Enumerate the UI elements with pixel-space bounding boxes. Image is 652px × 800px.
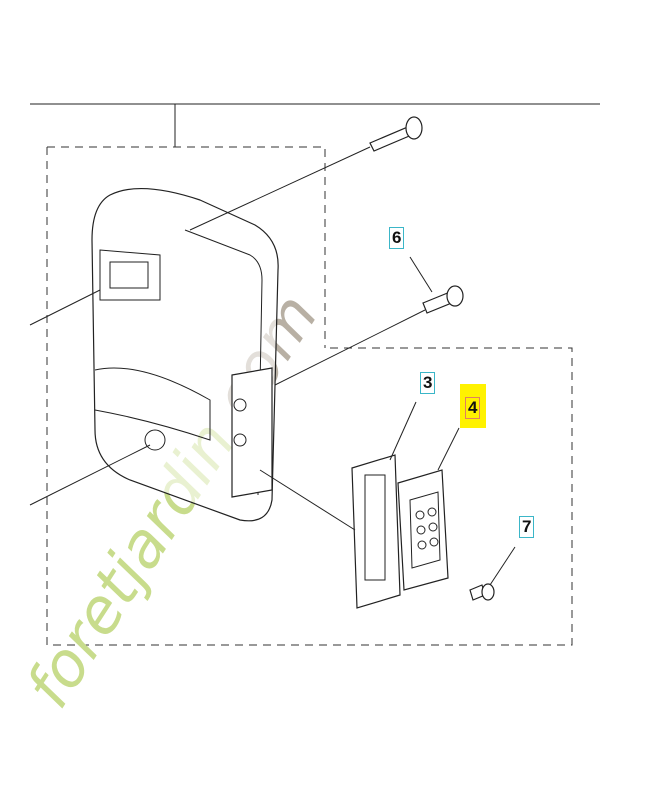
muffler-body xyxy=(91,188,279,522)
gasket-3 xyxy=(351,454,401,609)
callout-4[interactable]: 4 xyxy=(465,397,481,419)
callout-7[interactable]: 7 xyxy=(519,516,535,538)
group-boundary xyxy=(46,146,573,646)
screw-6 xyxy=(422,285,464,314)
cover-plate-4 xyxy=(397,469,449,591)
screw-7 xyxy=(469,583,495,601)
screw-top xyxy=(369,116,423,152)
leader-lines xyxy=(29,146,516,586)
callout-3[interactable]: 3 xyxy=(420,372,436,394)
callout-6[interactable]: 6 xyxy=(389,227,405,249)
